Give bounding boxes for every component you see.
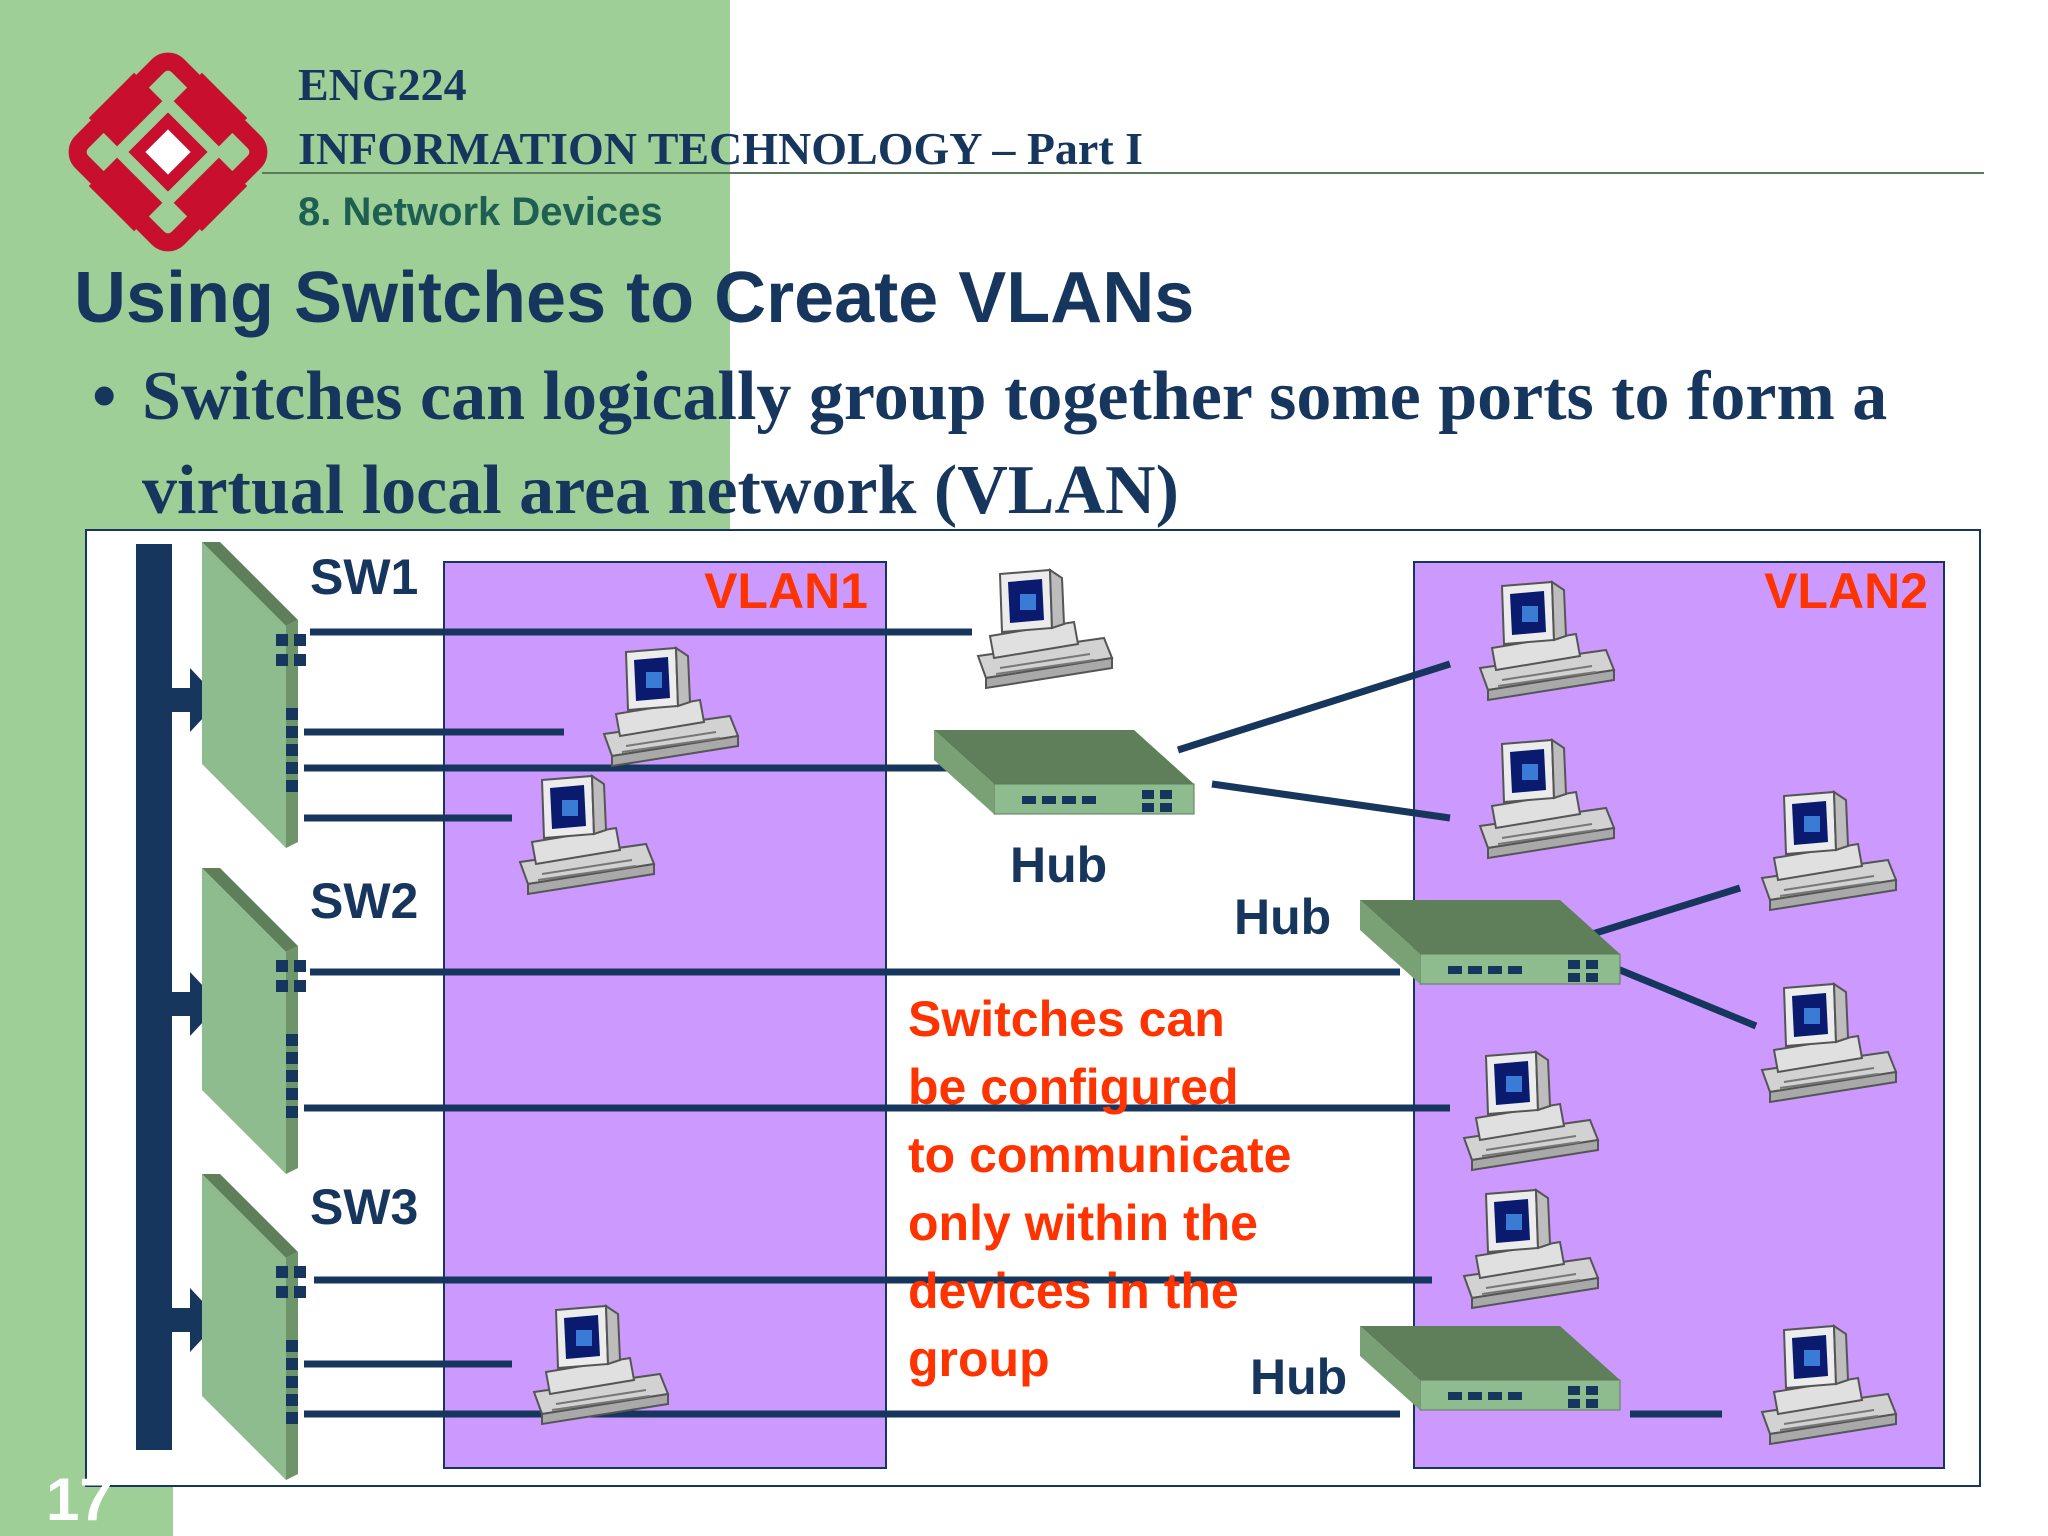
hub-label: Hub	[1250, 1349, 1347, 1405]
slide-title: Using Switches to Create VLANs	[74, 258, 1195, 338]
note-line: be configured	[908, 1059, 1239, 1115]
header-divider	[262, 172, 1984, 174]
vlan1-label: VLAN1	[704, 563, 868, 619]
switch-label-sw3: SW3	[310, 1179, 418, 1235]
course-code: ENG224	[298, 59, 467, 110]
note-line: to communicate	[908, 1127, 1291, 1183]
note-line: Switches can	[908, 991, 1225, 1047]
section-title: 8. Network Devices	[298, 190, 663, 234]
bullet-point: • Switches can logically group together …	[92, 350, 1952, 538]
hub-label: Hub	[1234, 889, 1331, 945]
course-title: INFORMATION TECHNOLOGY – Part I	[298, 123, 1144, 174]
bullet-text: Switches can logically group together so…	[142, 358, 1888, 529]
vlan2-label: VLAN2	[1764, 563, 1928, 619]
switch-label-sw1: SW1	[310, 549, 418, 605]
hub-label: Hub	[1010, 837, 1107, 893]
note-line: only within the	[908, 1195, 1258, 1251]
network-links	[304, 628, 1758, 1418]
vlan2-region	[1413, 561, 1945, 1469]
switch-label-sw2: SW2	[310, 873, 418, 929]
slide-number: 17	[46, 1466, 113, 1533]
bullet-icon: •	[92, 358, 117, 435]
vlan-note: Switches can be configured to communicat…	[908, 991, 1291, 1387]
university-logo-icon	[68, 52, 268, 252]
note-line: devices in the	[908, 1263, 1239, 1319]
note-line: group	[908, 1331, 1050, 1387]
